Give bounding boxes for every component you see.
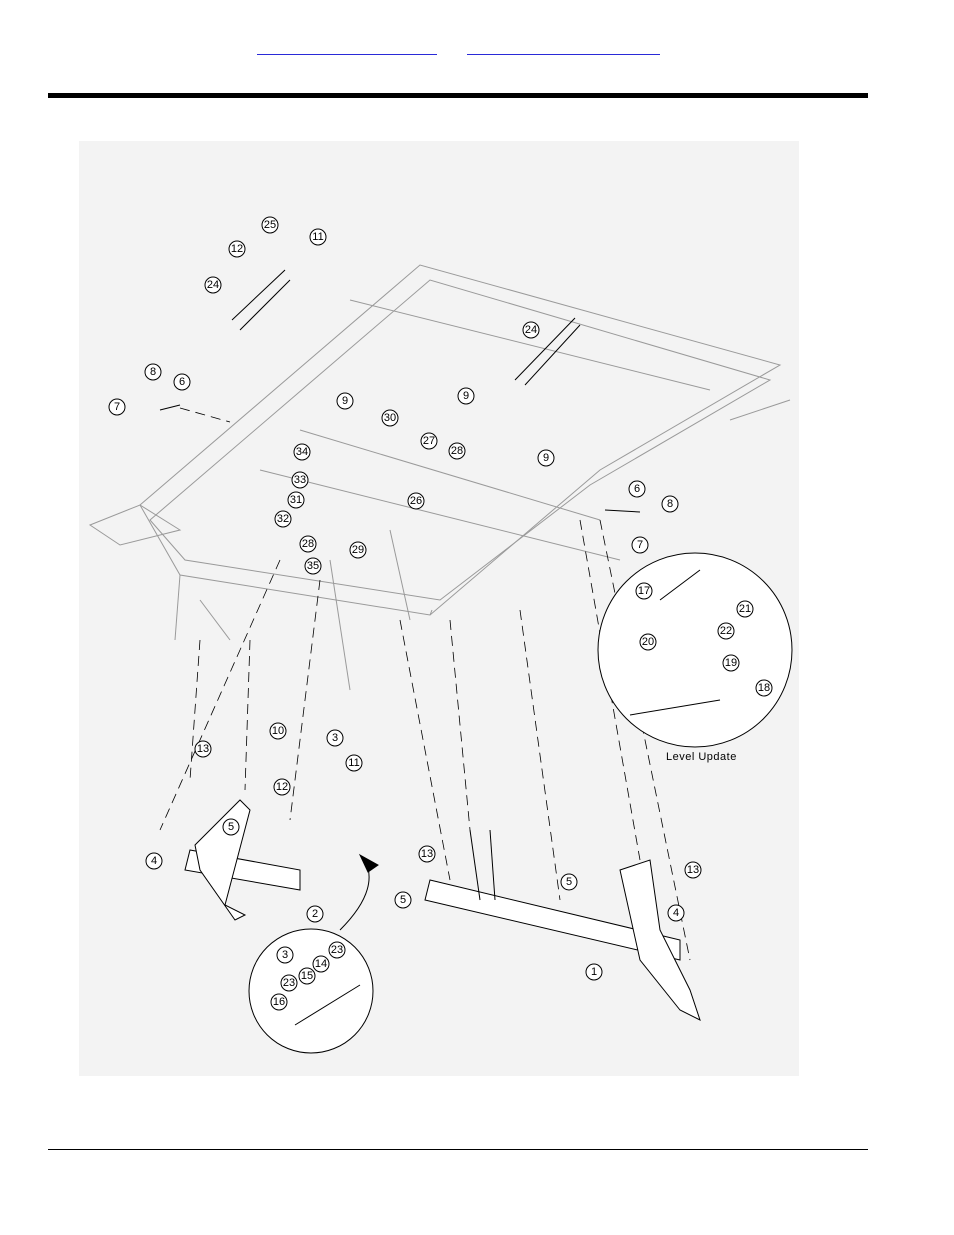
- callout-13-text: 13: [197, 743, 209, 755]
- callout-5b-text: 5: [566, 876, 572, 888]
- callout-30-text: 30: [384, 412, 396, 424]
- callout-22-text: 22: [720, 625, 732, 637]
- callout-19-text: 19: [725, 657, 737, 669]
- callout-9b-text: 9: [463, 390, 469, 402]
- callout-3-text: 3: [332, 732, 338, 744]
- callout-24b-text: 24: [525, 324, 537, 336]
- callout-31-text: 31: [290, 494, 302, 506]
- callout-6-text: 6: [179, 376, 185, 388]
- callout-10-text: 10: [272, 725, 284, 737]
- callout-14-text: 14: [315, 958, 327, 970]
- footer-rule: [48, 1149, 868, 1150]
- callout-26-text: 26: [410, 495, 422, 507]
- callout-28-text: 28: [451, 445, 463, 457]
- callout-23b-text: 23: [283, 977, 295, 989]
- callout-17-text: 17: [638, 585, 650, 597]
- callout-13c-text: 13: [687, 864, 699, 876]
- callout-32-text: 32: [277, 513, 289, 525]
- callout-12-text: 12: [231, 243, 243, 255]
- callout-20-text: 20: [642, 636, 654, 648]
- callout-34-text: 34: [296, 446, 308, 458]
- callout-1-text: 1: [591, 966, 597, 978]
- callout-4b-text: 4: [673, 907, 679, 919]
- callout-33-text: 33: [294, 474, 306, 486]
- callout-4-text: 4: [151, 855, 157, 867]
- callout-7b-text: 7: [637, 539, 643, 551]
- callout-5c-text: 5: [400, 894, 406, 906]
- callout-28b-text: 28: [302, 538, 314, 550]
- callout-3b-text: 3: [282, 949, 288, 961]
- callout-2-text: 2: [312, 908, 318, 920]
- callout-25-text: 25: [264, 219, 276, 231]
- callout-13b-text: 13: [421, 848, 433, 860]
- callout-8-text: 8: [150, 366, 156, 378]
- callout-12b-text: 12: [276, 781, 288, 793]
- callout-15-text: 15: [301, 970, 313, 982]
- callout-21-text: 21: [739, 603, 751, 615]
- callout-35-text: 35: [307, 560, 319, 572]
- detail-caption: Level Update: [666, 751, 737, 763]
- callout-24-text: 24: [207, 279, 219, 291]
- callout-27-text: 27: [423, 435, 435, 447]
- callout-23-text: 23: [331, 944, 343, 956]
- callout-18-text: 18: [758, 682, 770, 694]
- callout-8b-text: 8: [667, 498, 673, 510]
- callout-11-text: 11: [312, 231, 323, 243]
- callout-5-text: 5: [228, 821, 234, 833]
- callout-7-text: 7: [114, 401, 120, 413]
- callout-9-text: 9: [342, 395, 348, 407]
- callout-11b-text: 11: [348, 757, 359, 769]
- callout-29-text: 29: [352, 544, 364, 556]
- callout-16-text: 16: [273, 996, 285, 1008]
- callout-6b-text: 6: [634, 483, 640, 495]
- callout-9c-text: 9: [543, 452, 549, 464]
